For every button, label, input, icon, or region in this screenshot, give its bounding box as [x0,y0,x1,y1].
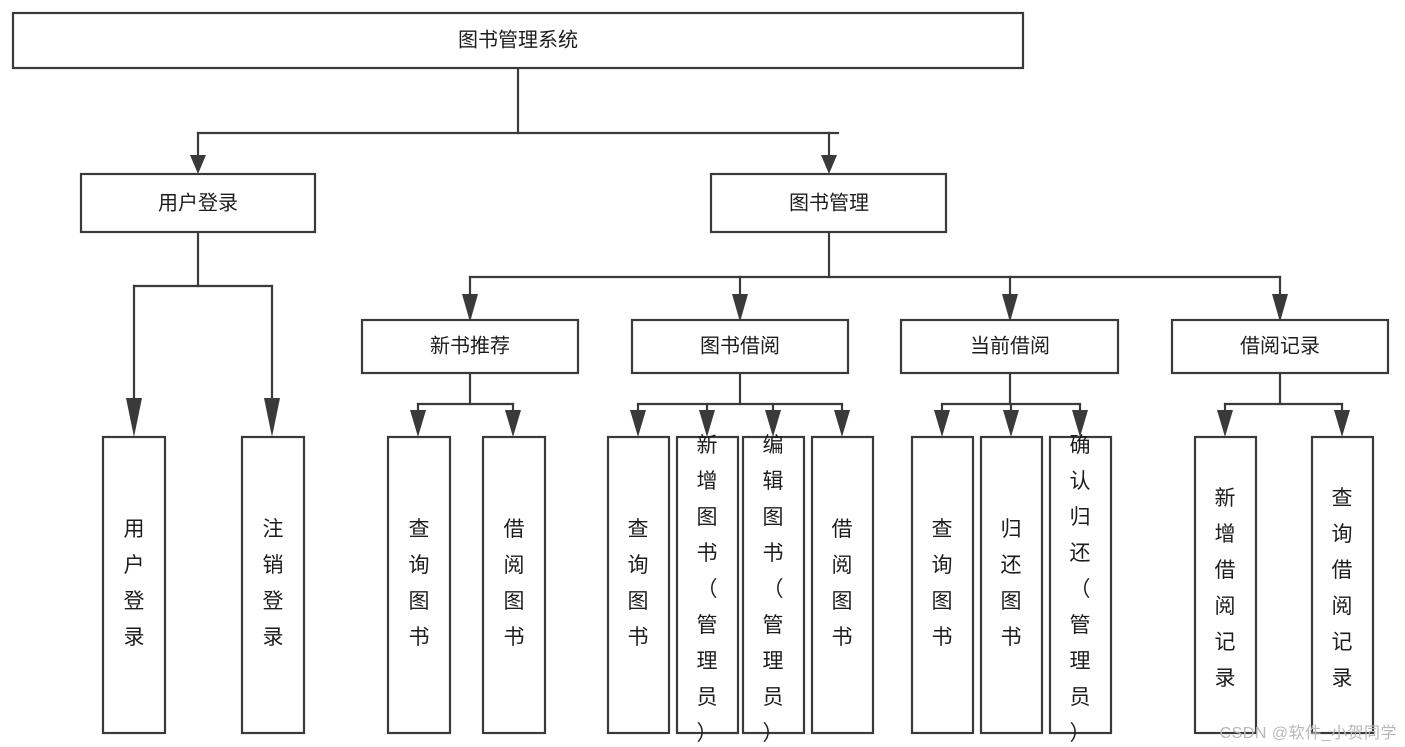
node-leaf-query-book-borrow-label: 查询图书 [628,518,649,649]
node-leaf-confirm-return-admin[interactable]: 确认归还（管理员） [1048,434,1113,745]
arrow-root-to-book-mgmt [821,155,837,174]
node-leaf-borrow-book-recommend[interactable]: 借阅图书 [481,435,547,735]
node-leaf-add-book-admin-box [675,435,740,735]
arrow-borrow-record-leaf-1 [1217,410,1233,437]
node-leaf-edit-book-admin-label: 编辑图书（管理员） [763,434,784,745]
node-leaf-query-book-current[interactable]: 查询图书 [910,435,975,735]
node-leaf-add-book-admin-label: 新增图书（管理员） [697,434,718,745]
node-book-management-label: 图书管理 [789,191,869,214]
node-book-borrow-box [630,318,850,375]
arrow-book-borrow-leaf-3 [765,410,781,437]
node-leaf-query-book-current-box [910,435,975,735]
node-leaf-user-login[interactable]: 用户登录 [101,435,167,735]
node-leaf-logout-box [240,435,306,735]
node-new-book-recommend-label: 新书推荐 [430,334,510,357]
node-leaf-logout[interactable]: 注销登录 [240,435,306,735]
node-book-borrow[interactable]: 图书借阅 [630,318,850,375]
node-user-login-label: 用户登录 [158,191,238,214]
node-leaf-borrow-book[interactable]: 借阅图书 [810,435,875,735]
connector-group [126,66,1350,437]
node-borrow-record-label: 借阅记录 [1240,334,1320,357]
node-leaf-borrow-book-recommend-label: 借阅图书 [504,518,525,649]
node-current-borrow-box [899,318,1120,375]
arrow-to-new-book [462,294,478,322]
node-leaf-query-book-borrow[interactable]: 查询图书 [606,435,671,735]
node-book-management[interactable]: 图书管理 [709,172,948,234]
node-leaf-query-book-recommend-box [386,435,452,735]
node-leaf-query-book-borrow-box [606,435,671,735]
node-leaf-confirm-return-admin-label: 确认归还（管理员） [1070,434,1091,745]
arrow-current-borrow-leaf-3 [1072,410,1088,437]
node-current-borrow[interactable]: 当前借阅 [899,318,1120,375]
node-leaf-add-book-admin[interactable]: 新增图书（管理员） [675,434,740,745]
node-new-book-recommend[interactable]: 新书推荐 [360,318,580,375]
node-new-book-recommend-box [360,318,580,375]
arrow-root-to-user-login [190,155,206,174]
arrow-book-borrow-leaf-1 [630,410,646,437]
node-root-system[interactable]: 图书管理系统 [11,11,1025,70]
node-leaf-return-book-label: 归还图书 [1001,518,1022,649]
node-leaf-logout-label: 注销登录 [263,518,284,649]
node-leaf-add-borrow-record-label: 新增借阅记录 [1215,487,1236,690]
node-leaf-query-book-recommend[interactable]: 查询图书 [386,435,452,735]
arrow-new-book-leaf-1 [410,410,426,437]
node-leaf-query-book-recommend-label: 查询图书 [409,518,430,649]
node-leaf-borrow-book-label: 借阅图书 [832,518,853,649]
node-leaf-return-book-box [979,435,1044,735]
node-leaf-query-book-current-label: 查询图书 [932,518,953,649]
arrow-book-borrow-leaf-2 [699,410,715,437]
arrow-to-book-borrow [732,294,748,322]
node-leaf-user-login-label: 用户登录 [124,518,145,649]
arrow-current-borrow-leaf-2 [1003,410,1019,437]
arrow-user-login-leaf-1 [126,398,142,437]
node-root-box [11,11,1025,70]
node-leaf-query-borrow-record[interactable]: 查询借阅记录 [1310,435,1375,735]
node-leaf-edit-book-admin-box [741,435,806,735]
arrow-current-borrow-leaf-1 [934,410,950,437]
arrow-book-borrow-leaf-4 [834,410,850,437]
node-user-login-box [79,172,317,234]
node-leaf-query-borrow-record-label: 查询借阅记录 [1332,487,1353,690]
node-leaf-add-borrow-record[interactable]: 新增借阅记录 [1193,435,1258,735]
csdn-watermark: CSDN @软件_小贺同学 [1219,725,1397,742]
node-leaf-borrow-book-box [810,435,875,735]
node-leaf-confirm-return-admin-box [1048,435,1113,735]
node-current-borrow-label: 当前借阅 [970,334,1050,357]
node-book-borrow-label: 图书借阅 [700,334,780,357]
node-leaf-edit-book-admin[interactable]: 编辑图书（管理员） [741,434,806,745]
arrow-to-borrow-record [1272,294,1288,322]
node-leaf-add-borrow-record-box [1193,435,1258,735]
node-borrow-record[interactable]: 借阅记录 [1170,318,1390,375]
node-borrow-record-box [1170,318,1390,375]
node-leaf-borrow-book-recommend-box [481,435,547,735]
node-leaf-query-borrow-record-box [1310,435,1375,735]
arrow-borrow-record-leaf-2 [1334,410,1350,437]
node-user-login[interactable]: 用户登录 [79,172,317,234]
node-book-management-box [709,172,948,234]
node-leaf-return-book[interactable]: 归还图书 [979,435,1044,735]
arrow-user-login-leaf-2 [264,398,280,437]
arrow-to-current-borrow [1002,294,1018,322]
arrow-new-book-leaf-2 [505,410,521,437]
node-root-label: 图书管理系统 [458,28,578,51]
node-leaf-user-login-box [101,435,167,735]
